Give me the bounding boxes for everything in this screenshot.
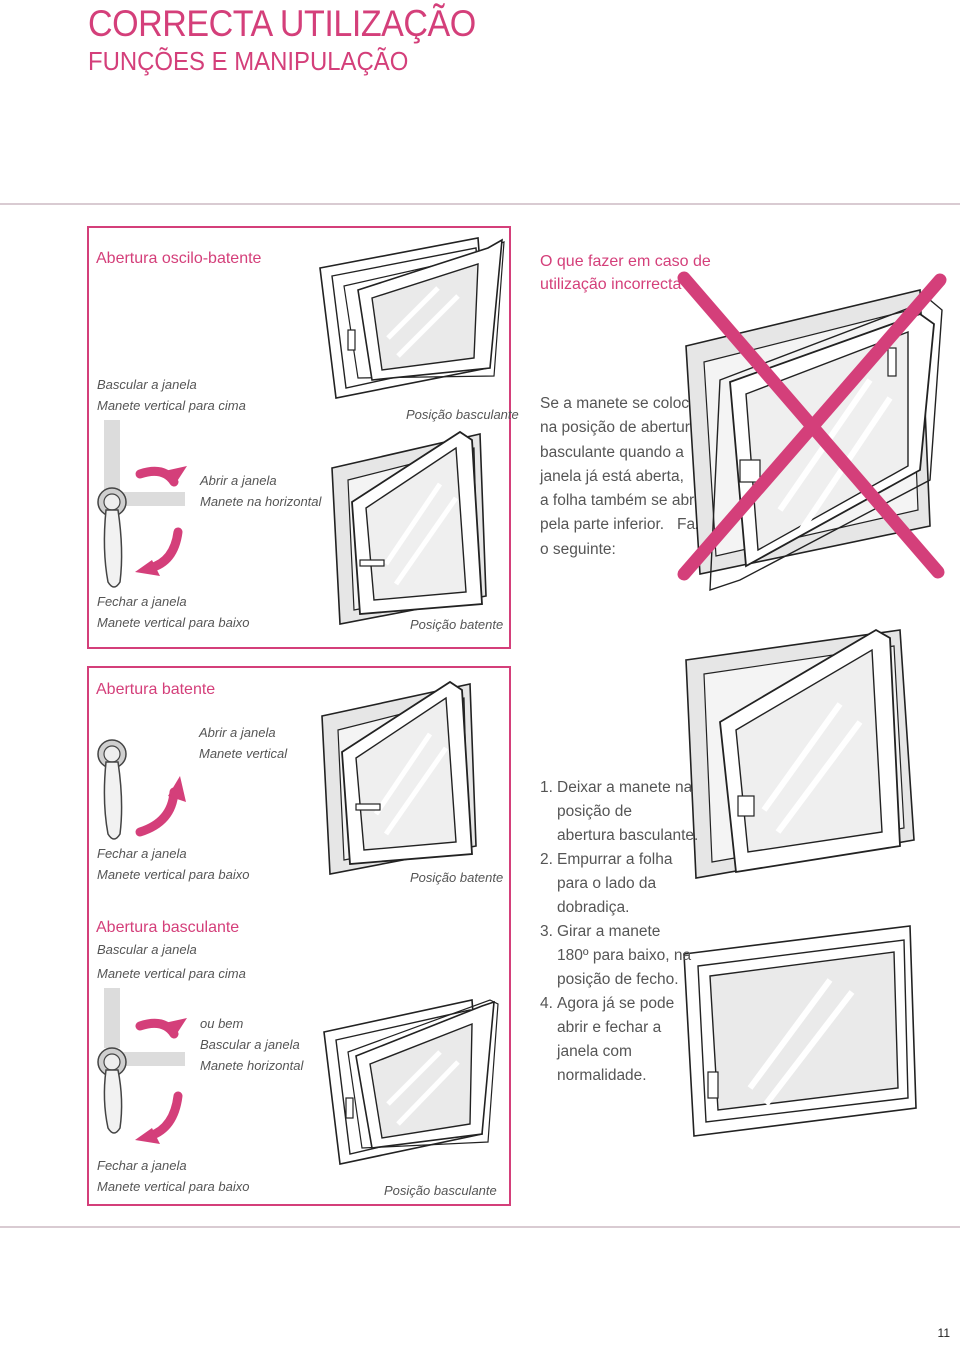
section-heading-turn: Abertura batente: [96, 681, 216, 698]
top-rule: [0, 203, 960, 205]
section-heading-tilt: Abertura basculante: [96, 919, 240, 936]
incorrect-use-text: Se a manete se coloca na posição de aber…: [540, 395, 717, 558]
window-tilt-icon: [319, 237, 505, 399]
section-heading-tilt-turn: Abertura oscilo-batente: [96, 250, 262, 267]
page-number: 11: [937, 1326, 950, 1340]
caption-tilt-position-2: Posição basculante: [384, 1183, 497, 1198]
page-subtitle: FUNÇÕES E MANIPULAÇÃO: [88, 46, 409, 76]
window-handle-icon: [97, 420, 185, 588]
window-tilt-icon: [323, 999, 499, 1165]
panel-tilt-turn: [87, 226, 511, 649]
rotate-arrow-icon: [135, 1018, 187, 1144]
caption-turn-position-2: Posição batente: [410, 870, 504, 885]
cross-mark-icon: [677, 271, 947, 581]
window-handle-icon: [97, 739, 127, 840]
window-turn-icon: [321, 680, 477, 875]
tilt-label-3b: Manete vertical para cima: [97, 966, 246, 981]
rotate-arrow-icon: [135, 776, 186, 837]
page-title: CORRECTA UTILIZAÇÃO: [88, 3, 476, 44]
incorrect-use-heading: O que fazer em caso de utilização incorr…: [540, 253, 711, 293]
caption-turn-position: Posição batente: [410, 617, 504, 632]
window-handle-icon: [97, 988, 185, 1134]
panel-turn-and-tilt: [87, 666, 511, 1206]
caption-tilt-position: Posição basculante: [406, 407, 519, 422]
window-closed-icon: [683, 925, 917, 1137]
bottom-rule: [0, 1226, 960, 1228]
rotate-arrow-icon: [135, 466, 187, 576]
window-turn-icon: [331, 430, 487, 625]
tilt-label-3: Bascular a janela: [97, 942, 197, 957]
window-turn-large-icon: [685, 628, 915, 879]
